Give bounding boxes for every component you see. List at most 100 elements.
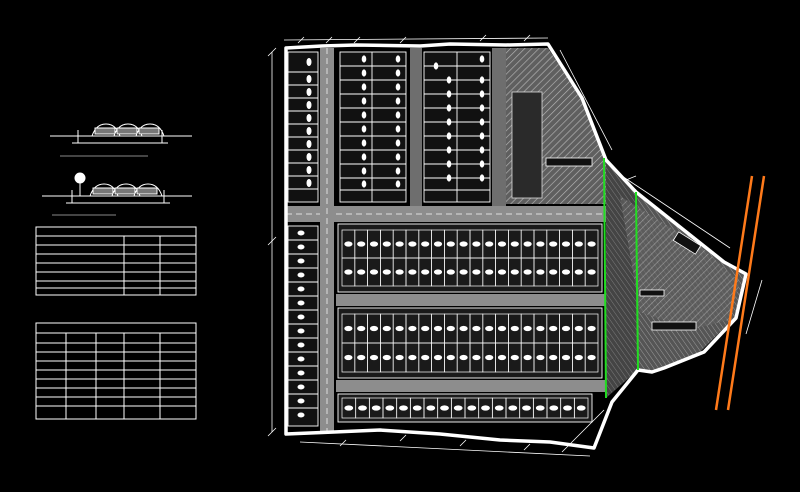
section-view-top: [50, 123, 192, 157]
car-symbol: [358, 405, 367, 411]
car-symbol: [549, 325, 558, 332]
car-symbol: [395, 354, 404, 361]
car-symbol: [357, 325, 366, 332]
car-symbol: [421, 269, 430, 275]
car-symbol: [549, 269, 558, 275]
schedule-table-1: [35, 226, 197, 296]
car-symbol: [497, 354, 507, 361]
car-symbol: [421, 354, 430, 361]
car-symbol: [472, 241, 481, 247]
car-symbol: [535, 405, 545, 411]
car-symbol: [369, 269, 379, 275]
car-symbol: [472, 269, 481, 275]
car-symbol: [369, 354, 379, 361]
car-symbol: [587, 354, 596, 361]
car-symbol: [344, 269, 353, 275]
car-symbol: [446, 354, 455, 361]
car-symbol: [561, 269, 571, 275]
car-symbol: [523, 269, 532, 275]
car-symbol: [399, 405, 408, 411]
car-symbol: [344, 354, 353, 361]
car-symbol: [440, 405, 449, 411]
car-symbol: [408, 354, 417, 361]
car-symbol: [522, 405, 531, 411]
dimension-lines: [267, 34, 763, 457]
car-symbol: [587, 269, 596, 275]
car-symbol: [510, 241, 519, 247]
car-symbol: [369, 241, 379, 247]
car-symbol: [485, 269, 494, 275]
car-symbol: [433, 241, 443, 247]
car-symbol: [549, 354, 558, 361]
car-symbol: [433, 325, 443, 332]
car-symbol: [494, 405, 504, 411]
orange-road-lines: [714, 175, 766, 411]
car-symbol: [344, 325, 353, 332]
car-symbol: [587, 241, 596, 247]
car-symbol: [497, 325, 507, 332]
car-symbol: [561, 354, 571, 361]
car-symbol: [433, 269, 443, 275]
car-symbol: [371, 405, 381, 411]
parking-stall: [584, 342, 599, 373]
car-symbol: [485, 241, 494, 247]
car-symbol: [508, 405, 518, 411]
car-symbol: [510, 269, 519, 275]
car-symbol: [536, 325, 545, 332]
car-symbol: [382, 354, 391, 361]
lot-block-upper-left: [287, 51, 319, 203]
lot-block-upper-middle-2: [423, 51, 491, 203]
car-symbol: [536, 241, 545, 247]
car-symbol: [485, 325, 494, 332]
car-symbol: [408, 241, 417, 247]
parking-block-1: [337, 223, 603, 293]
car-symbol: [357, 269, 366, 275]
parking-block-2: [337, 307, 603, 379]
section-view-bottom: [42, 172, 192, 216]
car-symbol: [382, 325, 391, 332]
site-boundary: [284, 42, 748, 450]
car-symbol: [408, 269, 417, 275]
car-symbol: [472, 354, 481, 361]
car-symbol: [549, 241, 558, 247]
car-symbol: [382, 241, 391, 247]
green-lines: [603, 157, 639, 399]
car-symbol: [433, 354, 443, 361]
car-symbol: [385, 405, 395, 411]
parking-stall: [573, 397, 589, 419]
car-symbol: [523, 241, 532, 247]
car-symbol: [536, 354, 545, 361]
car-symbol: [467, 405, 477, 411]
car-symbol: [357, 241, 366, 247]
car-symbol: [563, 405, 572, 411]
car-symbol: [421, 325, 430, 332]
car-symbol: [561, 325, 571, 332]
car-symbol: [344, 241, 353, 247]
car-symbol: [459, 325, 468, 332]
car-symbol: [472, 325, 481, 332]
lot-block-lower-left: [287, 225, 319, 427]
car-symbol: [574, 354, 583, 361]
parking-block-3: [337, 393, 593, 423]
car-symbol: [510, 325, 519, 332]
car-symbol: [421, 241, 430, 247]
car-symbol: [510, 354, 519, 361]
schedule-table-2: [35, 322, 197, 420]
car-symbol: [459, 269, 468, 275]
hatched-zones: [506, 48, 746, 398]
car-symbol: [497, 269, 507, 275]
car-symbol: [536, 269, 545, 275]
car-symbol: [426, 405, 436, 411]
car-symbol: [408, 325, 417, 332]
car-symbol: [459, 354, 468, 361]
car-symbol: [395, 269, 404, 275]
car-symbol: [576, 405, 586, 411]
car-symbol: [561, 241, 571, 247]
car-symbol: [574, 269, 583, 275]
car-symbol: [446, 269, 455, 275]
car-symbol: [369, 325, 379, 332]
internal-roads: [286, 48, 606, 432]
car-symbol: [446, 241, 455, 247]
car-symbol: [395, 325, 404, 332]
